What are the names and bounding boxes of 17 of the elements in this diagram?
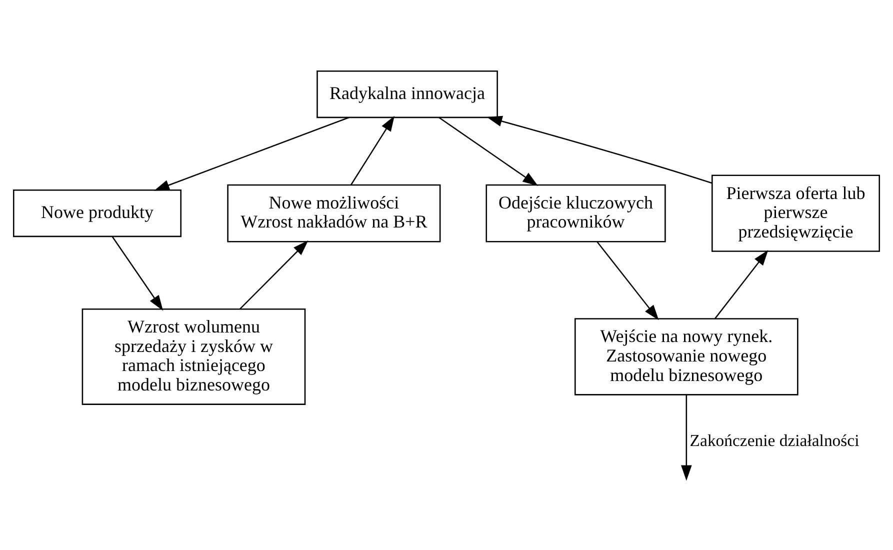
arrow (438, 116, 538, 186)
node-box: Nowe produkty (13, 189, 182, 237)
arrow (486, 115, 712, 184)
node-box: Nowe możliwości Wzrost nakładów na B+R (227, 184, 441, 242)
arrow (112, 236, 164, 310)
arrow (154, 116, 350, 190)
node-box: Radykalna innowacja (316, 70, 498, 118)
arrow (681, 394, 692, 480)
node-box: Odejście kluczowych pracowników (486, 184, 666, 242)
node-box: Wzrost wolumenu sprzedaży i zysków w ramach istniejącego modelu biznesowego (82, 308, 306, 404)
edge-label: Zakończenie działalności (690, 430, 860, 450)
arrow (714, 250, 768, 319)
arrow (350, 115, 395, 185)
node-box: Pierwsza oferta lub pierwsze przedsięwzięcie (712, 174, 880, 252)
arrow (596, 240, 659, 320)
node-box: Wejście na nowy rynek. Zastosowanie nowego modelu biznesowego (574, 318, 798, 395)
arrow (240, 240, 308, 309)
